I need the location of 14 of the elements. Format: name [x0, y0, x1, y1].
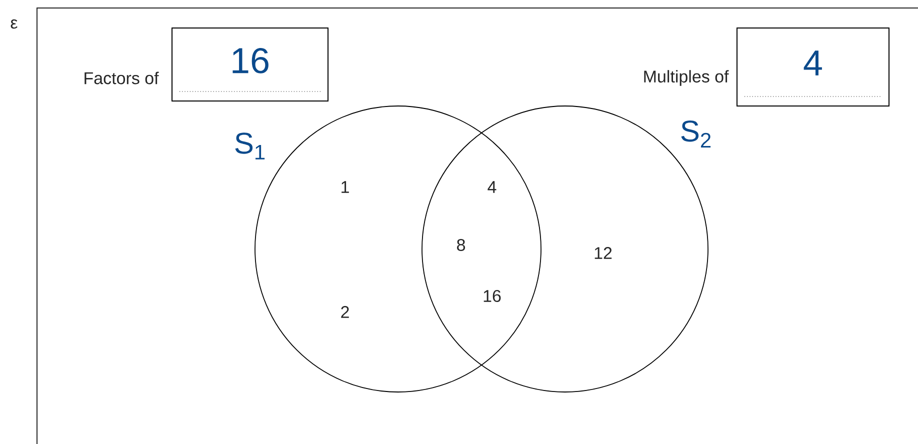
universal-set-symbol: ε	[10, 19, 18, 29]
set-label: S$_{2}$	[681, 120, 711, 148]
element-number: 16	[484, 290, 501, 302]
element-number: 4	[488, 181, 496, 193]
answer-box: 4	[736, 28, 890, 106]
set-label: S$_{1}$	[235, 132, 265, 160]
element-number: 8	[457, 238, 465, 252]
set-circle	[422, 106, 708, 392]
answer-box: 16	[172, 28, 328, 102]
label-text: Multiples of	[644, 70, 729, 86]
set-circle	[254, 106, 542, 392]
element-number: 1	[342, 181, 349, 193]
element-number: 2	[341, 306, 349, 318]
element-number: 12	[594, 247, 612, 259]
